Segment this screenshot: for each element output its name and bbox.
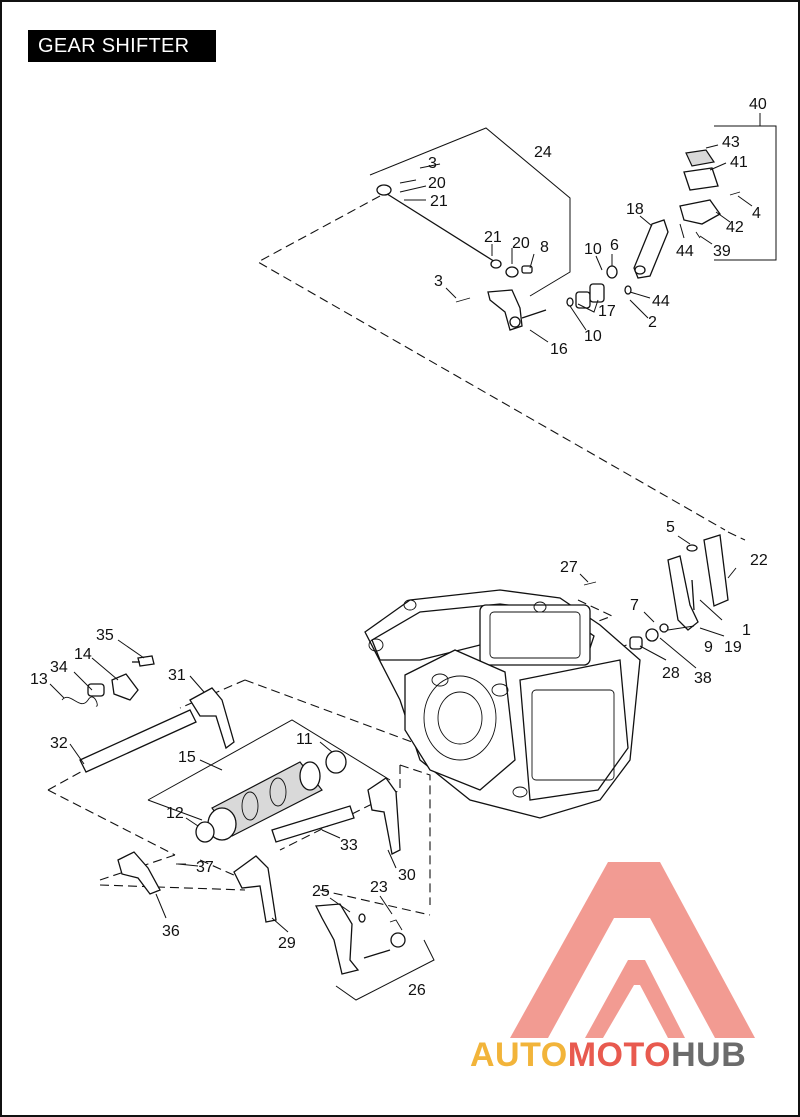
callout-18: 18 xyxy=(626,201,644,218)
callout-33: 33 xyxy=(340,837,358,854)
callout-42: 42 xyxy=(726,219,744,236)
callout-36: 36 xyxy=(162,923,180,940)
callout-3: 3 xyxy=(434,273,443,290)
callout-15: 15 xyxy=(178,749,196,766)
shift-rails xyxy=(79,709,355,843)
watermark-logo xyxy=(510,862,755,1038)
shift-drum xyxy=(195,750,347,843)
watermark-word-hub: HUB xyxy=(671,1036,747,1074)
callout-17: 17 xyxy=(598,303,616,320)
shift-arm-and-rubber-boot xyxy=(667,534,729,631)
callout-31: 31 xyxy=(168,667,186,684)
callout-10-top: 10 xyxy=(584,241,602,258)
bushing-and-spacers xyxy=(566,265,632,309)
callout-28: 28 xyxy=(662,665,680,682)
callout-25: 25 xyxy=(312,883,330,900)
shift-forks xyxy=(189,687,401,923)
callout-44-top: 44 xyxy=(676,243,694,260)
shift-lever-18 xyxy=(633,219,669,279)
callout-30: 30 xyxy=(398,867,416,884)
callout-32: 32 xyxy=(50,735,68,752)
callout-3-top: 3 xyxy=(428,155,437,172)
callout-40: 40 xyxy=(749,96,767,113)
callout-20: 20 xyxy=(512,235,530,252)
callout-9: 9 xyxy=(704,639,713,656)
callout-44: 44 xyxy=(652,293,670,310)
shifter-pawl-parts xyxy=(61,655,155,707)
assembly-dashed-lines xyxy=(47,195,746,916)
callout-21-top: 21 xyxy=(430,193,448,210)
callout-41: 41 xyxy=(730,154,748,171)
callout-35: 35 xyxy=(96,627,114,644)
watermark-word-moto: MOTO xyxy=(567,1036,672,1074)
watermark-word-auto: AUTO xyxy=(470,1036,568,1074)
callout-11: 11 xyxy=(296,731,313,748)
callout-7: 7 xyxy=(630,597,639,614)
callout-20-top: 20 xyxy=(428,175,446,192)
bushing-washers-right xyxy=(583,581,669,650)
transmission-housing xyxy=(364,589,641,819)
callout-8: 8 xyxy=(540,239,549,256)
watermark-text: AUTOMOTOHUB xyxy=(470,1036,746,1075)
shifter-detent-parts xyxy=(117,851,406,975)
shifter-peg-assembly-40 xyxy=(679,149,741,239)
callout-14: 14 xyxy=(74,646,92,663)
callout-29: 29 xyxy=(278,935,296,952)
callout-1: 1 xyxy=(742,622,751,639)
callout-34: 34 xyxy=(50,659,68,676)
callout-24: 24 xyxy=(534,144,552,161)
callout-21: 21 xyxy=(484,229,502,246)
callout-27: 27 xyxy=(560,559,578,576)
callout-43: 43 xyxy=(722,134,740,151)
callout-10: 10 xyxy=(584,328,602,345)
callout-13: 13 xyxy=(30,671,48,688)
callout-23: 23 xyxy=(370,879,388,896)
callout-37: 37 xyxy=(196,859,214,876)
callout-16: 16 xyxy=(550,341,568,358)
callout-26: 26 xyxy=(408,982,426,999)
callout-38: 38 xyxy=(694,670,712,687)
callout-4: 4 xyxy=(752,205,761,222)
callout-2: 2 xyxy=(648,314,657,331)
callout-5: 5 xyxy=(666,519,675,536)
callout-39: 39 xyxy=(713,243,731,260)
callout-12: 12 xyxy=(166,805,184,822)
callout-labels: 40 43 41 4 42 44 39 18 6 10 44 2 17 10 2… xyxy=(30,96,768,999)
callout-19: 19 xyxy=(724,639,742,656)
page-title: GEAR SHIFTER xyxy=(28,30,216,62)
callout-6: 6 xyxy=(610,237,619,254)
leader-lines xyxy=(49,113,777,1001)
shifter-rod-assembly xyxy=(376,179,547,331)
callout-22: 22 xyxy=(750,552,768,569)
